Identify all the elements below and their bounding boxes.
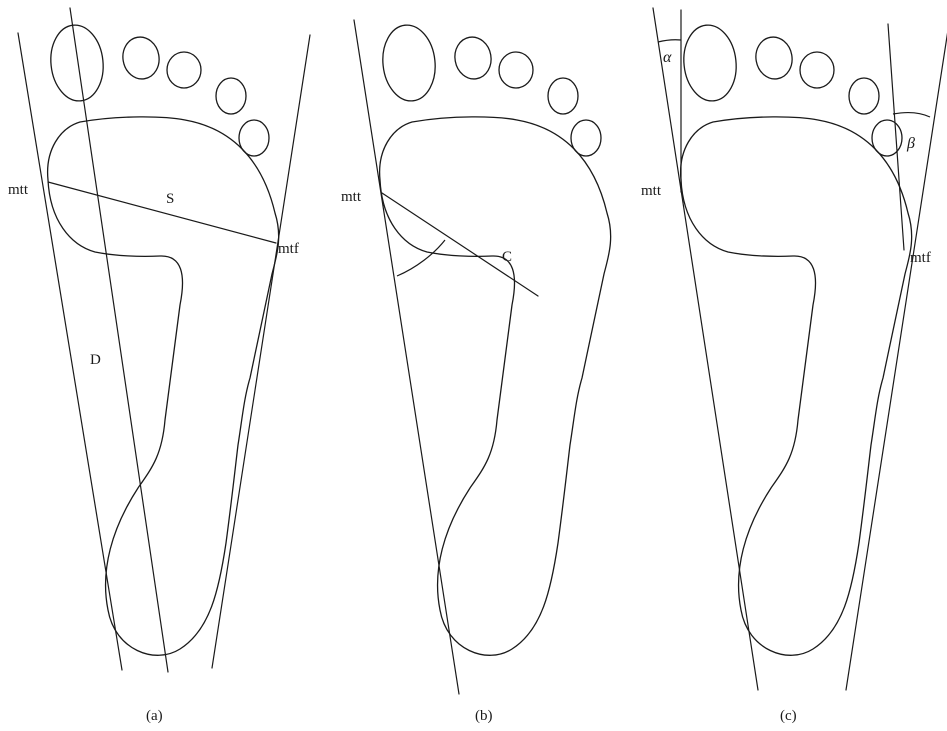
label-beta: β bbox=[906, 135, 915, 152]
angle-arc-alpha bbox=[657, 39, 682, 43]
angle-arc-beta bbox=[892, 111, 931, 118]
caption-b: (b) bbox=[475, 708, 493, 724]
label-mtt-a: mtt bbox=[8, 182, 29, 198]
panel-a: mtt mtf S D (a) bbox=[8, 7, 311, 724]
label-d: D bbox=[90, 352, 101, 368]
line-c bbox=[381, 192, 539, 297]
caption-c: (c) bbox=[780, 708, 797, 724]
line-s bbox=[47, 181, 277, 244]
lateral-tangent-line-a bbox=[211, 34, 311, 669]
lateral-vertical-line bbox=[887, 23, 905, 251]
label-c: C bbox=[502, 249, 512, 265]
diagonal-line-d bbox=[69, 7, 169, 673]
panel-c: α β mtt mtf (c) bbox=[641, 7, 947, 724]
lateral-tangent-line-c bbox=[845, 32, 947, 691]
angle-arc-c bbox=[396, 239, 446, 277]
footprint-outline-c bbox=[679, 21, 913, 656]
label-alpha: α bbox=[663, 49, 672, 66]
label-mtf-c: mtf bbox=[910, 250, 931, 266]
footprint-outline-b bbox=[378, 21, 612, 656]
medial-tangent-line-b bbox=[353, 19, 460, 695]
label-mtt-c: mtt bbox=[641, 183, 662, 199]
footprint-outline-a bbox=[46, 21, 280, 656]
medial-tangent-line-a bbox=[17, 32, 123, 671]
label-mtf-a: mtf bbox=[278, 241, 299, 257]
medial-tangent-line-c bbox=[652, 7, 759, 691]
label-mtt-b: mtt bbox=[341, 189, 362, 205]
panel-b: mtt C (b) bbox=[341, 19, 612, 724]
label-s: S bbox=[166, 191, 174, 207]
caption-a: (a) bbox=[146, 708, 163, 724]
